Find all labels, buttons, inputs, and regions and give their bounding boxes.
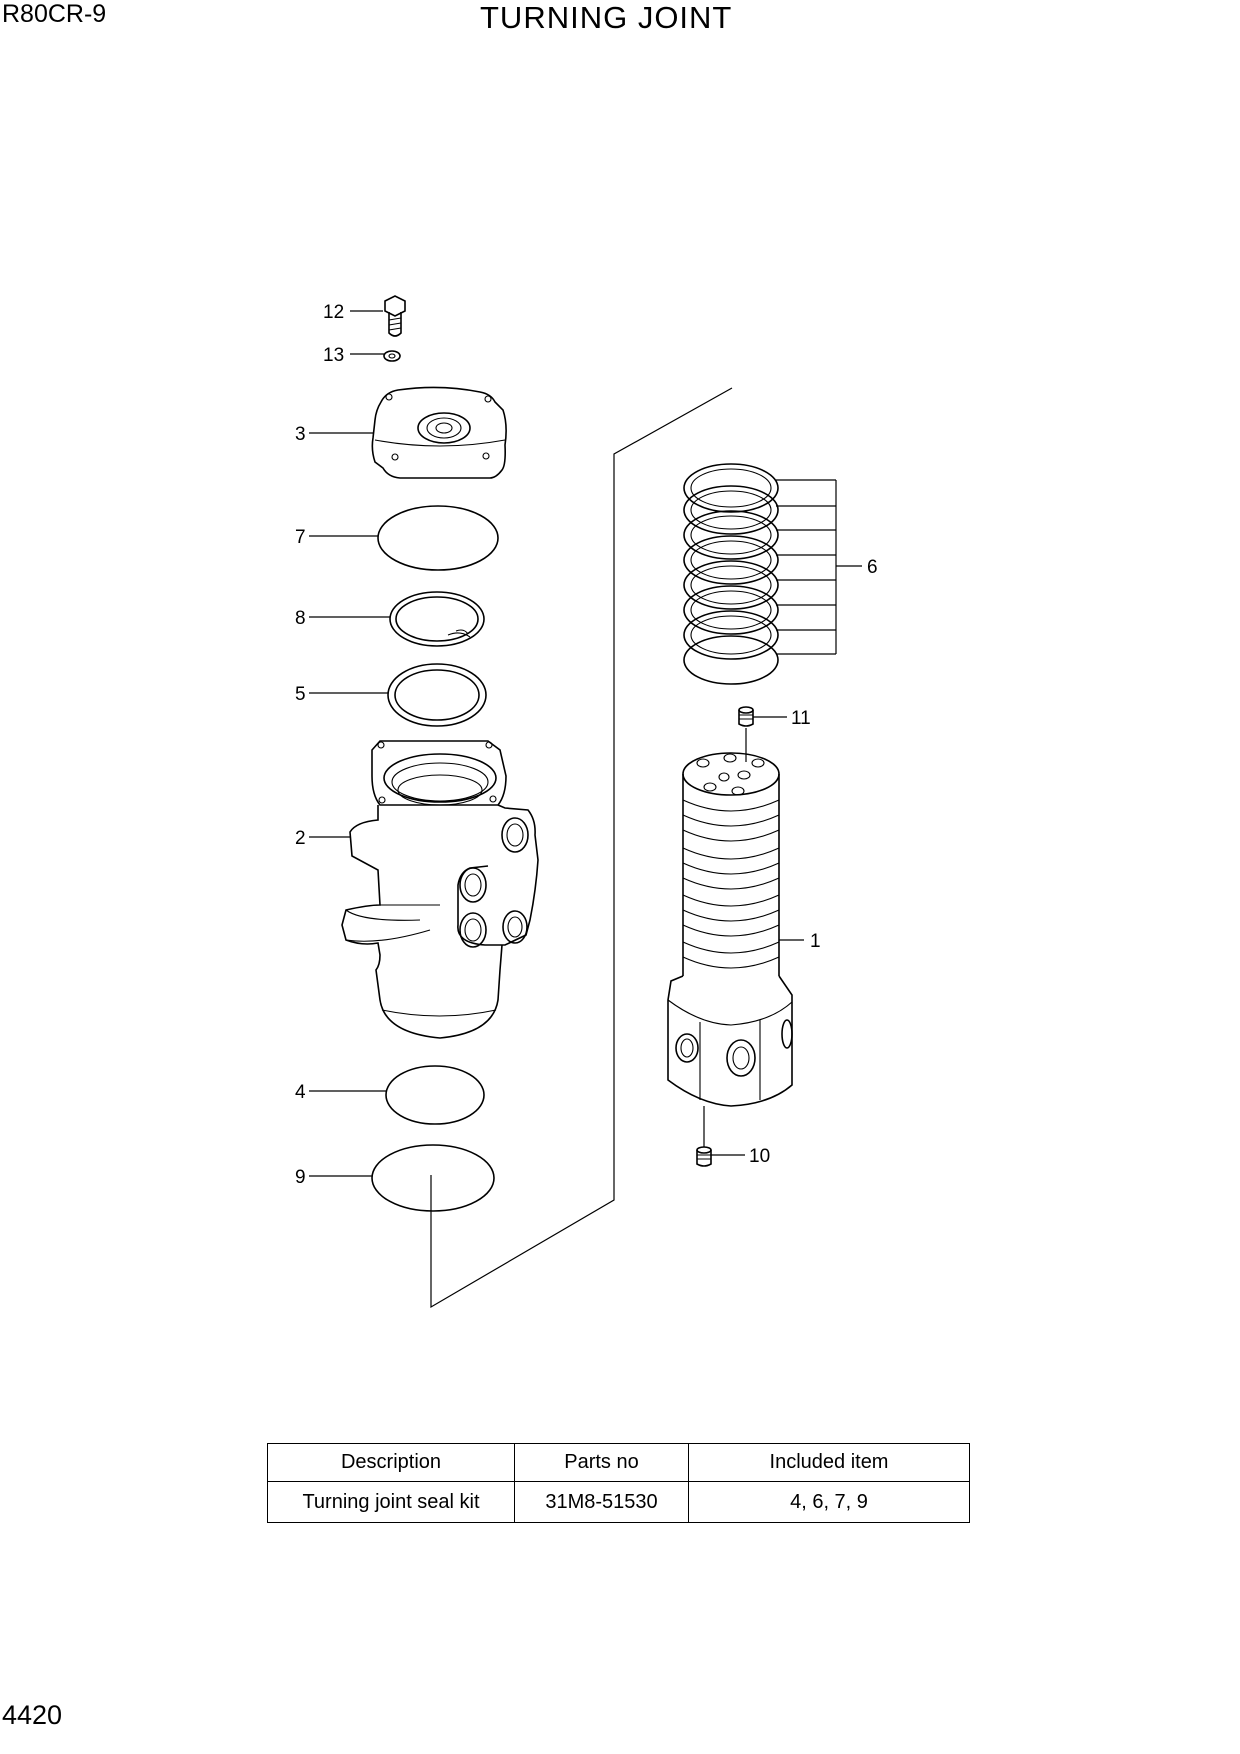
table-header-row: Description Parts no Included item [267, 1443, 970, 1482]
callout-1: 1 [810, 931, 821, 952]
part-4-o-ring [385, 1065, 485, 1125]
column-header-included-item: Included item [688, 1443, 970, 1482]
callout-4: 4 [295, 1082, 306, 1103]
callout-3: 3 [295, 424, 306, 445]
callout-9: 9 [295, 1167, 306, 1188]
part-2-hub [341, 740, 539, 1039]
callout-12: 12 [323, 302, 344, 323]
part-3-cover [371, 386, 507, 479]
part-11-plug [738, 706, 754, 727]
callout-labels: 12 13 3 7 8 5 2 4 9 6 11 1 10 [295, 302, 878, 1188]
callout-6: 6 [867, 557, 878, 578]
column-header-description: Description [267, 1443, 515, 1482]
cell-parts-no: 31M8-51530 [514, 1481, 689, 1523]
table-row: Turning joint seal kit 31M8-51530 4, 6, … [267, 1481, 970, 1523]
part-6-seal-stack [683, 463, 779, 685]
page-title: TURNING JOINT [480, 0, 733, 35]
part-9-o-ring [371, 1144, 495, 1212]
page-number: 4420 [2, 1700, 63, 1730]
part-1-shaft [667, 752, 793, 1107]
part-7-o-ring [377, 505, 499, 571]
cell-description: Turning joint seal kit [267, 1481, 515, 1523]
callout-10: 10 [749, 1146, 770, 1167]
part-5-ring [387, 663, 487, 727]
part-10-plug [696, 1146, 712, 1167]
part-13-washer [383, 350, 401, 362]
callout-5: 5 [295, 684, 306, 705]
part-8-snap-ring [389, 591, 485, 647]
callout-2: 2 [295, 828, 306, 849]
callout-8: 8 [295, 608, 306, 629]
assembly-line [430, 387, 733, 1309]
part-12-bolt [384, 295, 406, 337]
model-code: R80CR-9 [2, 0, 107, 28]
callout-13: 13 [323, 345, 344, 366]
callout-11: 11 [791, 708, 811, 729]
callout-7: 7 [295, 527, 306, 548]
seal-kit-table: Description Parts no Included item Turni… [267, 1443, 970, 1523]
cell-included-item: 4, 6, 7, 9 [688, 1481, 970, 1523]
leader-lines [309, 310, 862, 1177]
column-header-parts-no: Parts no [514, 1443, 689, 1482]
